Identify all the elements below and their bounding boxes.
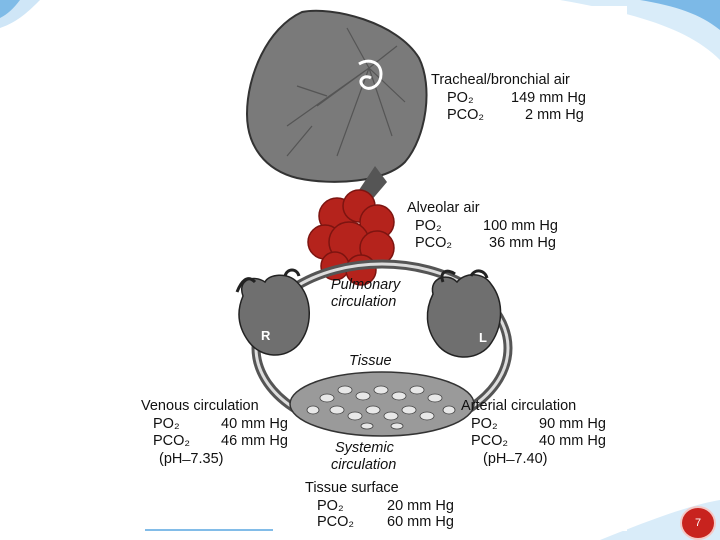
- alveolar-po2-row: PO₂ 100 mm Hg: [415, 218, 558, 234]
- venous-title: Venous circulation: [141, 398, 259, 414]
- right-heart-icon: [235, 268, 310, 356]
- respiratory-gas-diagram: R L Tracheal/bronchial air PO₂ 149 mm Hg…: [137, 6, 627, 531]
- tracheal-pco2-value: 2 mm Hg: [525, 107, 584, 123]
- alveolar-pco2-row: PCO₂ 36 mm Hg: [415, 235, 556, 251]
- lung-veins: [286, 27, 406, 157]
- pulmonary-label-line1: Pulmonary: [331, 277, 401, 293]
- pulmonary-label-line2: circulation: [331, 294, 397, 310]
- arterial-ph: (pH ̶ 7.40): [483, 451, 548, 467]
- tissue-label: Tissue: [349, 353, 392, 369]
- tissue-surface-po2-label: PO₂: [317, 498, 344, 514]
- systemic-label-line2: circulation: [331, 457, 397, 473]
- arterial-pco2-row: PCO₂ 40 mm Hg: [471, 433, 606, 449]
- tissue-surface-pco2-row: PCO₂ 60 mm Hg: [317, 514, 454, 530]
- bronchus-icon: [358, 59, 383, 90]
- tissue-surface-title: Tissue surface: [305, 480, 399, 496]
- arterial-title: Arterial circulation: [461, 398, 577, 414]
- tissue-surface-pco2-value: 60 mm Hg: [387, 514, 454, 530]
- alveolar-po2-label: PO₂: [415, 218, 442, 234]
- left-heart-icon: [426, 269, 502, 358]
- venous-po2-value: 40 mm Hg: [221, 416, 288, 432]
- alveolar-pco2-label: PCO₂: [415, 235, 453, 251]
- arterial-pco2-value: 40 mm Hg: [539, 433, 606, 449]
- heart-left-label: L: [479, 330, 487, 345]
- tissue-cell-pattern: [306, 385, 456, 430]
- alveolar-po2-value: 100 mm Hg: [483, 218, 558, 234]
- venous-ph: (pH ̶ 7.35): [159, 451, 224, 467]
- venous-po2-row: PO₂ 40 mm Hg: [153, 416, 288, 432]
- tracheal-po2-value: 149 mm Hg: [511, 90, 586, 106]
- tracheal-pco2-label: PCO₂: [447, 107, 485, 123]
- tissue-cells: [289, 371, 475, 437]
- tissue-surface-po2-value: 20 mm Hg: [387, 498, 454, 514]
- footer-decoration: [145, 529, 273, 531]
- arterial-po2-label: PO₂: [471, 416, 498, 432]
- tracheal-title: Tracheal/bronchial air: [431, 72, 570, 88]
- page-number-badge: 7: [682, 508, 714, 538]
- wave-right-accent: [640, 0, 720, 30]
- diagram-drawing: [235, 9, 513, 437]
- tracheal-po2-row: PO₂ 149 mm Hg: [447, 90, 586, 106]
- heart-right-label: R: [261, 328, 271, 343]
- wave-right-decoration: [560, 0, 720, 60]
- arterial-po2-row: PO₂ 90 mm Hg: [471, 416, 606, 432]
- systemic-label-line1: Systemic: [335, 440, 394, 456]
- venous-pco2-value: 46 mm Hg: [221, 433, 288, 449]
- venous-po2-label: PO₂: [153, 416, 180, 432]
- arterial-pco2-label: PCO₂: [471, 433, 509, 449]
- arterial-po2-value: 90 mm Hg: [539, 416, 606, 432]
- alveolar-title: Alveolar air: [407, 200, 480, 216]
- tracheal-pco2-row: PCO₂ 2 mm Hg: [447, 107, 584, 123]
- tracheal-po2-label: PO₂: [447, 90, 474, 106]
- lung-shape: [245, 9, 428, 183]
- venous-pco2-row: PCO₂ 46 mm Hg: [153, 433, 288, 449]
- tissue-surface-pco2-label: PCO₂: [317, 514, 355, 530]
- alveolar-pco2-value: 36 mm Hg: [489, 235, 556, 251]
- wave-left-accent: [0, 0, 20, 18]
- venous-pco2-label: PCO₂: [153, 433, 191, 449]
- tissue-surface-po2-row: PO₂ 20 mm Hg: [317, 498, 454, 514]
